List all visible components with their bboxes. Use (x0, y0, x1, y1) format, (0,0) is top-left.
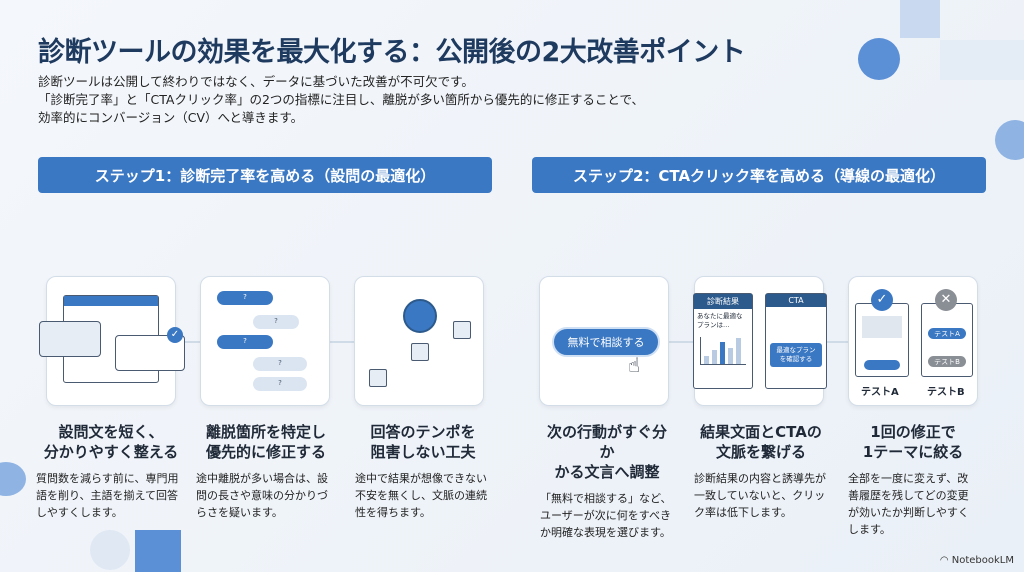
question-node-icon: ? (253, 377, 307, 391)
brand-label: NotebookLM (951, 555, 1014, 566)
point-4: 次の行動がすぐ分か かる文言へ調整「無料で相談する」など、ユーザーが次に何をすべ… (540, 422, 674, 541)
notebooklm-icon: ◠ (939, 555, 952, 566)
user-avatar-icon (403, 299, 437, 333)
intro-line: 診断ツールは公開して終わりではなく、データに基づいた改善が不可欠です。 (38, 74, 474, 89)
test-a-label: テストA (861, 387, 899, 398)
result-header: 診断結果 (694, 294, 752, 309)
decor-circle (90, 530, 130, 570)
result-text: あなたに最適な プランは… (697, 312, 743, 329)
point-5: 結果文面とCTAの 文脈を繋げる診断結果の内容と誘導先が一致していないと、クリッ… (694, 422, 828, 521)
question-node-icon: ? (217, 335, 273, 349)
step-box-icon (369, 369, 387, 387)
free-consult-button: 無料で相談する (552, 327, 660, 357)
intro-line: 効率的にコンバージョン（CV）へと導きます。 (38, 110, 304, 125)
cta-link-button: 最適なプラン を確認する (770, 343, 822, 367)
question-node-icon: ? (253, 357, 307, 371)
decor-circle (0, 462, 26, 496)
cta-header: CTA (766, 294, 826, 307)
point-body: 「無料で相談する」など、ユーザーが次に何をすべきか明確な表現を選びます。 (540, 492, 672, 539)
illustration-card-short-questions: ✓ (39, 276, 185, 406)
point-title: 設問文を短く、 分かりやすく整える (43, 423, 179, 461)
speech-bubble-icon (115, 335, 185, 371)
point-title: 回答のテンポを 阻害しない工夫 (370, 423, 476, 461)
decor-square (900, 0, 940, 38)
test-b-label: テストB (927, 387, 965, 398)
point-1: 設問文を短く、 分かりやすく整える質問数を減らす前に、専門用語を削り、主語を揃え… (36, 422, 186, 521)
illustration-card-flowchart: ? ? ? ? ? (200, 276, 330, 406)
variant-b-pill: テストB (928, 356, 966, 367)
variant-a-pill: テストA (928, 328, 966, 339)
question-node-icon: ? (217, 291, 273, 305)
speech-bubble-icon (39, 321, 101, 357)
point-title: 次の行動がすぐ分か かる文言へ調整 (546, 423, 667, 481)
illustration-card-ab-test: ✓ テストA テストB ✕ テストA テストB (848, 276, 978, 406)
point-2: 離脱箇所を特定し 優先的に修正する途中離脱が多い場合は、設問の長さや意味の分かり… (196, 422, 336, 521)
x-circle-icon: ✕ (935, 289, 957, 311)
illustration-card-tempo (354, 276, 484, 406)
variant-b-screen: テストA テストB (921, 303, 973, 377)
decor-circle (858, 38, 900, 80)
illustration-card-result-cta: 診断結果 あなたに最適な プランは… CTA 最適なプラン を確認する (693, 276, 827, 406)
intro-line: 「診断完了率」と「CTAクリック率」の2つの指標に注目し、離脱が多い箇所から優先… (38, 92, 645, 107)
point-3: 回答のテンポを 阻害しない工夫途中で結果が想像できない不安を無くし、文脈の連続性… (355, 422, 491, 521)
pointer-cursor-icon: ☝ (628, 353, 641, 377)
point-body: 質問数を減らす前に、専門用語を削り、主語を揃えて回答しやすくします。 (36, 472, 179, 519)
result-window: 診断結果 あなたに最適な プランは… (693, 293, 753, 389)
check-circle-icon: ✓ (871, 289, 893, 311)
cta-window: CTA 最適なプラン を確認する (765, 293, 827, 389)
decor-square (940, 40, 1024, 80)
check-icon: ✓ (167, 327, 183, 343)
illustration-card-cta-button: 無料で相談する ☝ (539, 276, 669, 406)
notebooklm-logo: ◠ NotebookLM (940, 555, 1014, 566)
point-body: 途中離脱が多い場合は、設問の長さや意味の分かりづらさを疑います。 (196, 472, 328, 519)
page-title: 診断ツールの効果を最大化する：公開後の2大改善ポイント (38, 37, 746, 68)
step-box-icon (453, 321, 471, 339)
bar-chart-icon (700, 337, 746, 365)
question-node-icon: ? (253, 315, 299, 329)
step-1-banner: ステップ1：診断完了率を高める（設問の最適化） (38, 157, 492, 193)
decor-circle (995, 120, 1024, 160)
point-title: 結果文面とCTAの 文脈を繋げる (700, 423, 822, 461)
point-body: 全部を一度に変えず、改善履歴を残してどの変更が効いたか判断しやすくします。 (848, 472, 969, 536)
point-body: 途中で結果が想像できない不安を無くし、文脈の連続性を得ちます。 (355, 472, 487, 519)
intro-text: 診断ツールは公開して終わりではなく、データに基づいた改善が不可欠です。 「診断完… (38, 73, 644, 127)
variant-a-screen (855, 303, 909, 377)
point-body: 診断結果の内容と誘導先が一致していないと、クリック率は低下します。 (694, 472, 826, 519)
point-6: 1回の修正で 1テーマに絞る全部を一度に変えず、改善履歴を残してどの変更が効いた… (848, 422, 978, 538)
point-title: 離脱箇所を特定し 優先的に修正する (205, 423, 326, 461)
decor-square (135, 530, 181, 572)
step-2-banner: ステップ2：CTAクリック率を高める（導線の最適化） (532, 157, 986, 193)
step-box-icon (411, 343, 429, 361)
point-title: 1回の修正で 1テーマに絞る (862, 423, 964, 461)
